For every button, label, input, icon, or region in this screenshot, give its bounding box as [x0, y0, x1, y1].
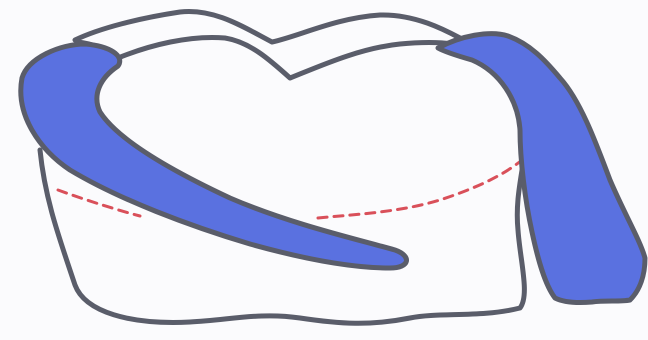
blue-right-band — [438, 34, 645, 303]
tooth-inner-crown-outline — [118, 37, 452, 78]
blue-left-band — [21, 44, 407, 268]
tooth-crown-outline — [75, 11, 460, 42]
